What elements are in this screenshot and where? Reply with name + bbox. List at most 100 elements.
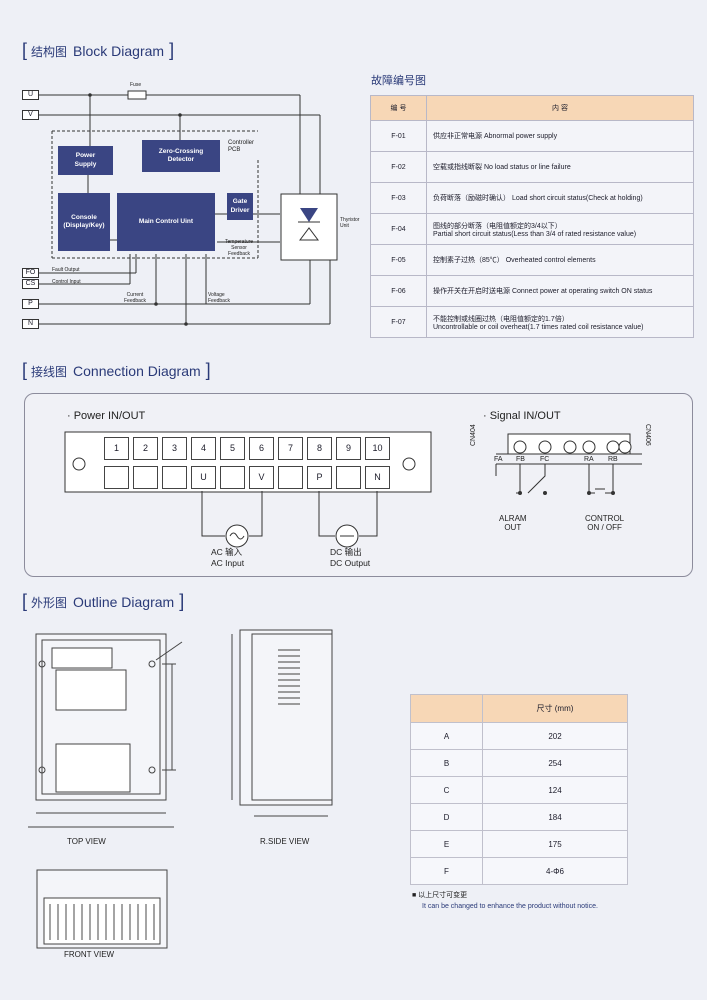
signal-label-ra: RA	[584, 456, 594, 463]
dimension-key: A	[410, 722, 483, 750]
fault-desc: 控制素子过热（85℃） Overheated control elements	[426, 244, 694, 276]
terminal-slot-n: N	[365, 466, 390, 489]
connection-title-cn: 接线图	[31, 365, 68, 379]
control-input-label: Control Input	[52, 279, 81, 285]
fault-desc: 操作开关在开启时送电源 Connect power at operating s…	[426, 275, 694, 307]
zero-crossing-block: Zero-Crossing Detector	[142, 140, 220, 172]
fault-code: F-05	[370, 244, 427, 276]
terminal-number: 1	[104, 437, 129, 460]
terminal-cs: CS	[22, 279, 39, 289]
fault-desc-line: 操作开关在开启时送电源 Connect power at operating s…	[433, 288, 653, 295]
fault-desc-line: 图线的部分断落（电阻值额定的3/4以下）	[433, 222, 562, 230]
fault-desc-line: 不能控制或线圈过热（电阻值额定的1.7倍）	[433, 315, 569, 323]
fault-table: 编 号 内 容 F-01 供应非正常电源 Abnormal power supp…	[370, 95, 694, 338]
fault-desc: 图线的部分断落（电阻值额定的3/4以下）Partial short circui…	[426, 213, 694, 245]
dimension-header-row: 尺寸 (mm)	[410, 694, 628, 723]
terminal-v: V	[22, 110, 39, 120]
table-row: F-05 控制素子过热（85℃） Overheated control elem…	[370, 244, 694, 276]
terminal-slot	[336, 466, 361, 489]
fault-desc-line-2: Uncontrollable or coil overheat(1.7 time…	[433, 323, 644, 331]
dimension-key: D	[410, 803, 483, 831]
fault-code: F-06	[370, 275, 427, 307]
terminal-number: 6	[249, 437, 274, 460]
dc-output-label: DC 输出 DC Output	[330, 547, 370, 569]
side-view-label: R.SIDE VIEW	[260, 837, 310, 846]
dc-output-cn: DC 输出	[330, 547, 362, 557]
dimension-note: ■ 以上尺寸可变更 It can be changed to enhance t…	[412, 890, 598, 910]
terminal-slot	[278, 466, 303, 489]
table-row: F-03 负荷断落（励磁时确认） Load short circuit stat…	[370, 182, 694, 214]
control-onoff-label: CONTROL ON / OFF	[585, 514, 625, 532]
block-diagram-wires	[35, 90, 338, 326]
signal-label-rb: RB	[608, 456, 618, 463]
connection-title-en: Connection Diagram	[73, 363, 201, 379]
outline-title-en: Outline Diagram	[73, 594, 175, 610]
block-diagram: U V FO CS P N Fuse Controller PCB Power …	[18, 80, 363, 342]
terminal-u: U	[22, 90, 39, 100]
outline-title-cn: 外形图	[31, 596, 68, 610]
fault-desc-line: 负荷断落（励磁时确认） Load short circuit status(Ch…	[433, 195, 643, 202]
outline-drawings	[28, 629, 333, 949]
terminal-slot-p: P	[307, 466, 332, 489]
dimension-key: B	[410, 749, 483, 777]
terminal-number: 2	[133, 437, 158, 460]
dc-output-en: DC Output	[330, 558, 371, 568]
terminal-slot	[220, 466, 245, 489]
fault-desc-line: 空载或指线断裂 No load status or line failure	[433, 164, 571, 171]
table-row: F-07 不能控制或线圈过热（电阻值额定的1.7倍）Uncontrollable…	[370, 306, 694, 338]
terminal-number: 5	[220, 437, 245, 460]
terminal-number: 10	[365, 437, 390, 460]
fault-desc: 负荷断落（励磁时确认） Load short circuit status(Ch…	[426, 182, 694, 214]
fault-desc: 不能控制或线圈过热（电阻值额定的1.7倍）Uncontrollable or c…	[426, 306, 694, 338]
fault-desc: 空载或指线断裂 No load status or line failure	[426, 151, 694, 183]
terminal-number: 9	[336, 437, 361, 460]
table-row: F-01 供应非正常电源 Abnormal power supply	[370, 120, 694, 152]
terminal-number: 8	[307, 437, 332, 460]
fault-col-content: 内 容	[426, 95, 694, 121]
fault-code: F-01	[370, 120, 427, 152]
fault-desc-line-2: Partial short circuit status(Less than 3…	[433, 230, 637, 238]
table-row: F-02 空载或指线断裂 No load status or line fail…	[370, 151, 694, 183]
console-block: Console (Display/Key)	[58, 193, 110, 251]
current-feedback-label: Current Feedback	[124, 292, 146, 304]
terminal-number: 7	[278, 437, 303, 460]
dimension-key: F	[410, 857, 483, 885]
connection-panel: · Power IN/OUT 1	[24, 393, 693, 577]
terminal-number: 4	[191, 437, 216, 460]
alarm-out-label: ALRAM OUT	[499, 514, 527, 532]
dimension-key: E	[410, 830, 483, 858]
table-row: F-06 操作开关在开启时送电源 Connect power at operat…	[370, 275, 694, 307]
fault-code: F-04	[370, 213, 427, 245]
dimension-value: 175	[482, 830, 628, 858]
voltage-feedback-label: Voltage Feedback	[208, 292, 230, 304]
ac-input-en: AC Input	[211, 558, 245, 568]
dimension-value: 4-Φ6	[482, 857, 628, 885]
dimension-note-cn: ■ 以上尺寸可变更	[412, 890, 598, 900]
cn406-label: CN406	[644, 424, 651, 446]
terminal-number: 3	[162, 437, 187, 460]
main-control-block: Main Control Uint	[117, 193, 215, 251]
terminal-slot	[133, 466, 158, 489]
fault-desc-line: 控制素子过热（85℃） Overheated control elements	[433, 257, 596, 264]
power-inout-title: · Power IN/OUT	[67, 410, 146, 422]
ac-input-cn: AC 输入	[211, 547, 243, 557]
cn404-label: CN404	[470, 424, 477, 446]
terminal-slot-v: V	[249, 466, 274, 489]
fault-code: F-02	[370, 151, 427, 183]
dimension-key: C	[410, 776, 483, 804]
dimension-value: 254	[482, 749, 628, 777]
signal-inout-title: · Signal IN/OUT	[483, 410, 561, 422]
note-square-icon: ■	[412, 892, 419, 899]
fault-output-label: Fault Output	[52, 267, 80, 273]
dimension-note-cn-text: 以上尺寸可变更	[418, 892, 468, 899]
terminal-slot	[104, 466, 129, 489]
dimension-value: 124	[482, 776, 628, 804]
